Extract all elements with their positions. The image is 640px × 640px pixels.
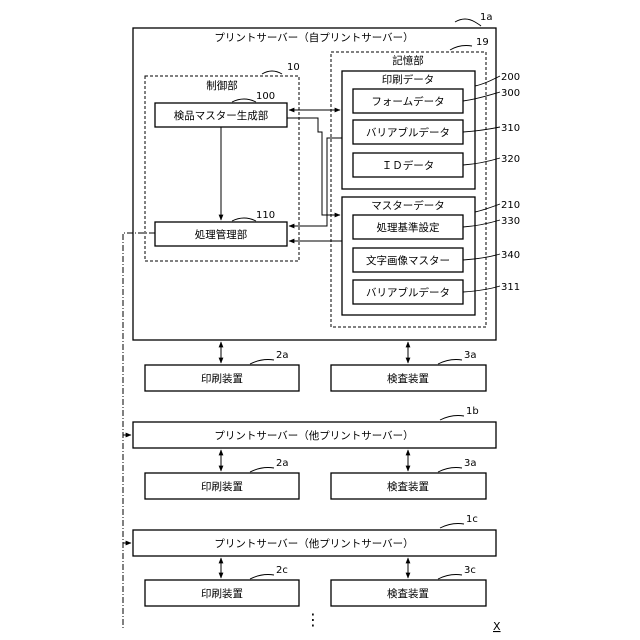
more-servers-ellipsis: ⋮	[305, 610, 321, 629]
main-print-server-ref: 1a	[480, 12, 493, 23]
print-server-c-ref: 1c	[466, 514, 478, 525]
inspector-c-ref: 3c	[464, 565, 476, 576]
id-data-label: ＩＤデータ	[382, 159, 435, 172]
printer-c-ref: 2c	[276, 565, 288, 576]
inspector-b-ref: 3a	[464, 458, 477, 469]
printer-c-label: 印刷装置	[201, 587, 243, 600]
print-data-title: 印刷データ	[382, 73, 435, 86]
printer-a-ref: 2a	[276, 350, 289, 361]
storage-unit-title: 記憶部	[392, 54, 424, 67]
form-data-label: フォームデータ	[371, 95, 444, 108]
printer-b-ref: 2a	[276, 458, 289, 469]
variable-data-ref: 310	[501, 123, 520, 134]
inspector-a-ref: 3a	[464, 350, 477, 361]
id-data-ref: 320	[501, 154, 520, 165]
character-image-master-ref: 340	[501, 250, 520, 261]
processing-criteria-label: 処理基準設定	[377, 221, 440, 234]
processing-manager-label: 処理管理部	[195, 228, 248, 241]
storage-unit-ref: 19	[476, 37, 489, 48]
inspector-b-label: 検査装置	[387, 480, 429, 493]
printer-a-label: 印刷装置	[201, 372, 243, 385]
control-unit-ref: 10	[287, 62, 300, 73]
master-data-title: マスターデータ	[371, 199, 445, 212]
printer-b-label: 印刷装置	[201, 480, 243, 493]
inspector-c-label: 検査装置	[387, 587, 429, 600]
form-data-ref: 300	[501, 88, 520, 99]
variable-data-label: バリアブルデータ	[366, 126, 450, 139]
corner-mark: X	[493, 620, 501, 633]
inspection-master-generator-label: 検品マスター生成部	[174, 109, 269, 122]
processing-manager-ref: 110	[256, 210, 275, 221]
variable-data-2-label: バリアブルデータ	[366, 286, 450, 299]
variable-data-2-ref: 311	[501, 282, 520, 293]
main-print-server-title: プリントサーバー（自プリントサーバー）	[214, 31, 413, 44]
print-server-c-title: プリントサーバー（他プリントサーバー）	[214, 537, 413, 550]
inspector-a-label: 検査装置	[387, 372, 429, 385]
print-server-b-ref: 1b	[466, 406, 479, 417]
master-data-ref: 210	[501, 200, 520, 211]
print-data-ref: 200	[501, 72, 520, 83]
processing-criteria-ref: 330	[501, 216, 520, 227]
control-unit-title: 制御部	[206, 79, 238, 92]
print-server-b-title: プリントサーバー（他プリントサーバー）	[214, 429, 413, 442]
character-image-master-label: 文字画像マスター	[366, 254, 450, 267]
inspection-master-generator-ref: 100	[256, 91, 275, 102]
